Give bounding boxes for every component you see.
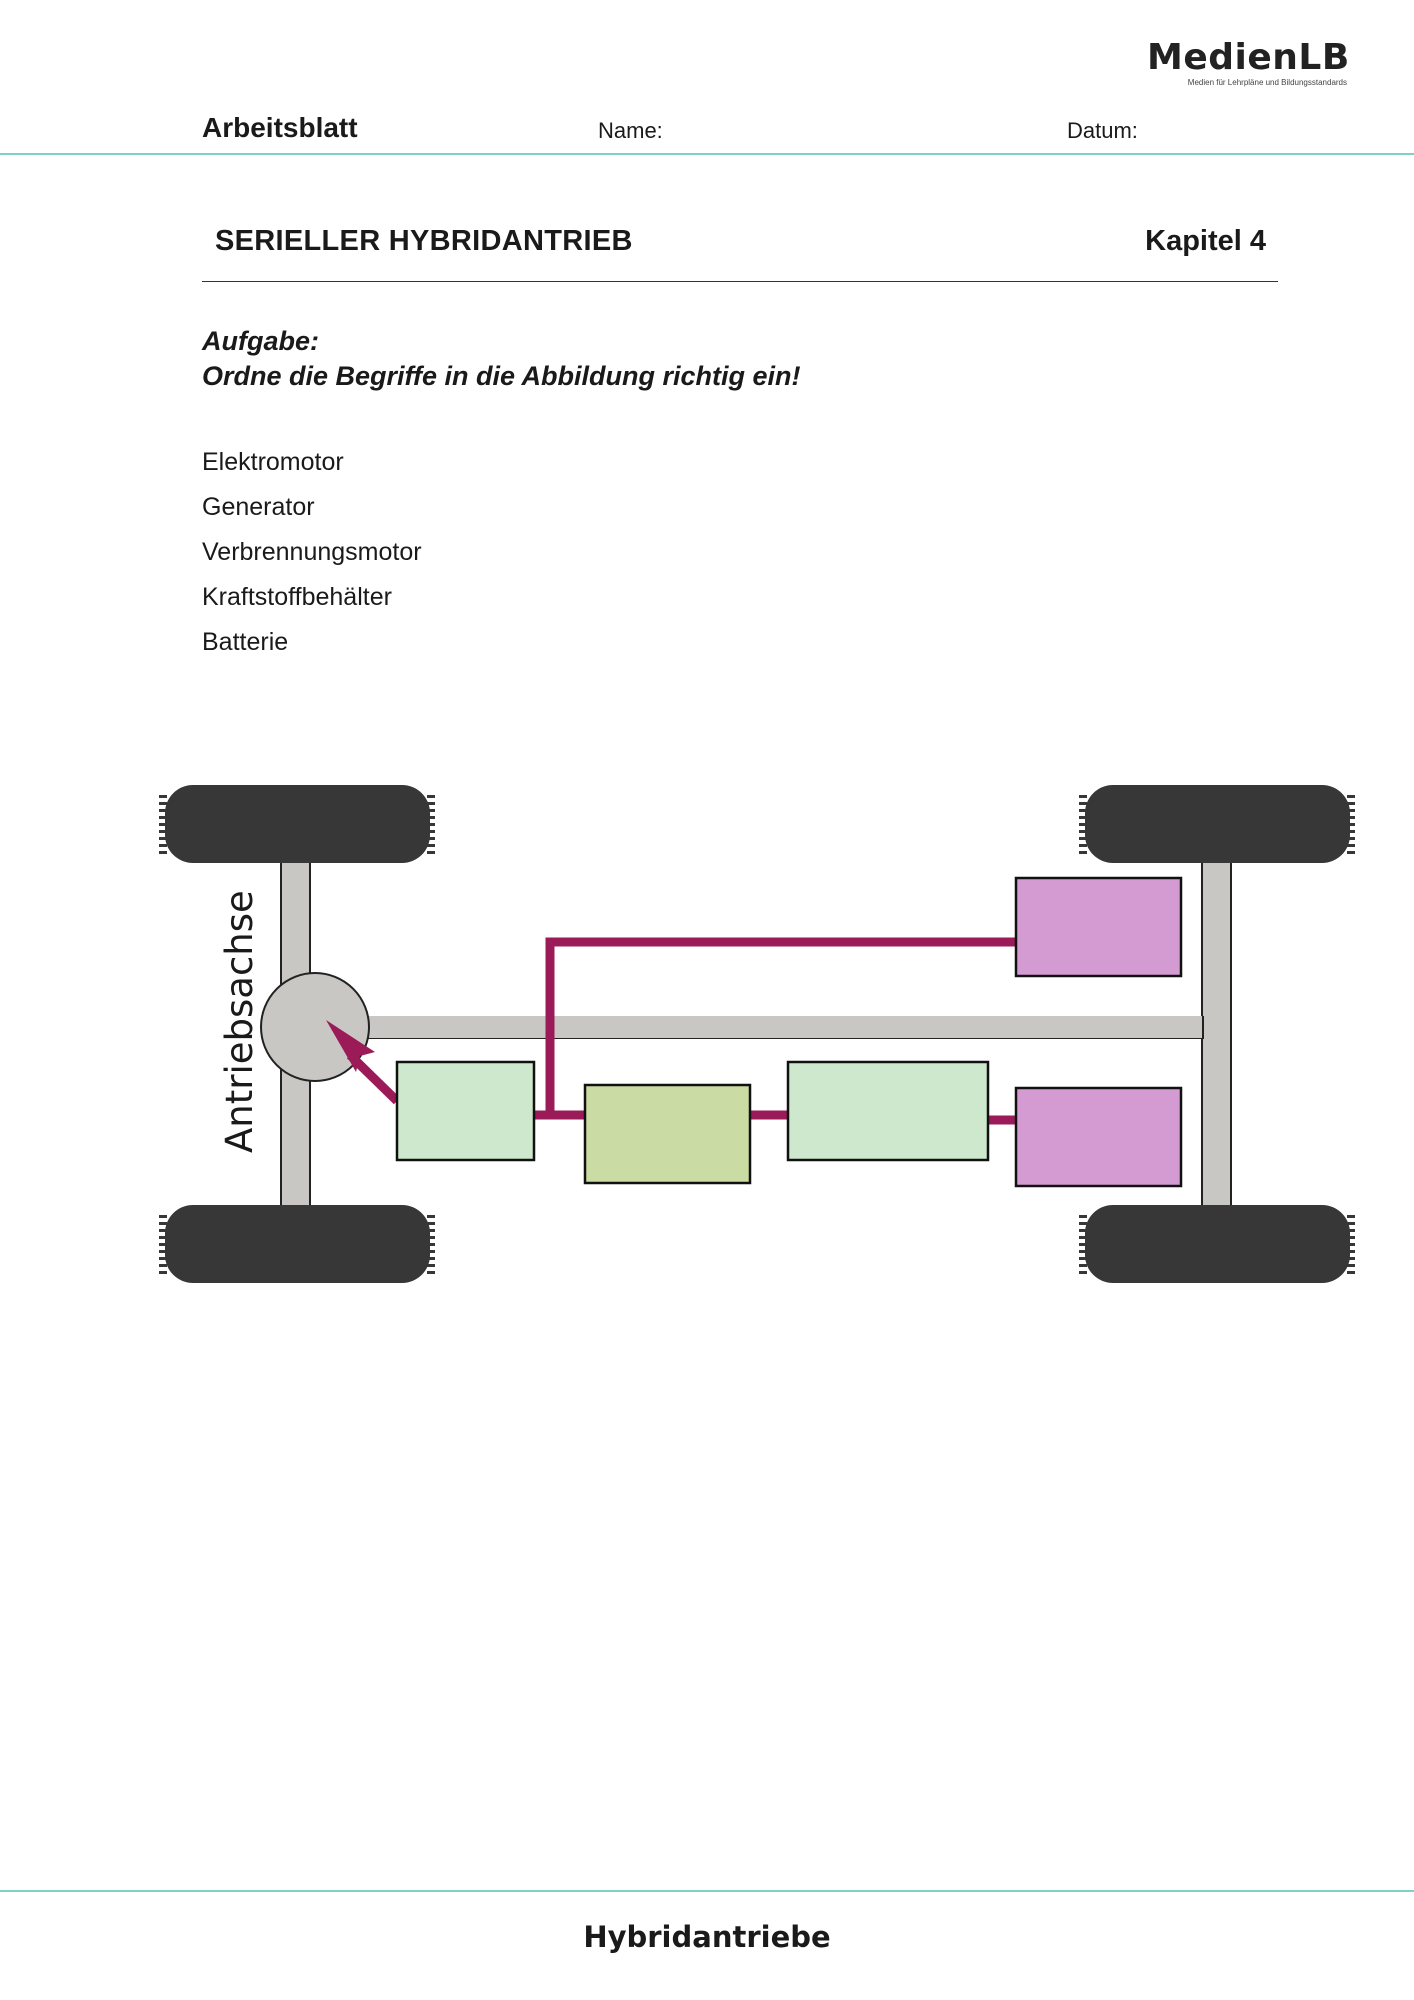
logo-wordmark: MedienLB xyxy=(1147,37,1350,78)
worksheet-title: Arbeitsblatt xyxy=(202,112,358,143)
hybrid-drive-diagram: Antriebsachse xyxy=(159,785,1355,1283)
term-item: Verbrennungsmotor xyxy=(202,538,422,566)
tire-front-bottom xyxy=(159,1205,435,1283)
logo-tagline: Medien für Lehrpläne und Bildungsstandar… xyxy=(1187,78,1347,87)
footer-title: Hybridantriebe xyxy=(583,1920,831,1954)
term-item: Elektromotor xyxy=(202,448,344,476)
component-box-1 xyxy=(395,1060,536,1162)
date-label: Datum: xyxy=(1067,118,1138,143)
component-box-4 xyxy=(1014,876,1183,978)
term-list: Elektromotor Generator Verbrennungsmotor… xyxy=(202,440,422,665)
medienlb-logo: MedienLB Medien für Lehrpläne und Bildun… xyxy=(1147,37,1350,88)
term-item: Kraftstoffbehälter xyxy=(202,583,392,611)
topic-title: SERIELLER HYBRIDANTRIEB xyxy=(215,225,633,257)
tire-rear-bottom xyxy=(1079,1205,1355,1283)
task-heading: Aufgabe: xyxy=(202,326,319,356)
chapter-label: Kapitel 4 xyxy=(1145,225,1266,257)
name-label: Name: xyxy=(598,118,663,143)
axle-label: Antriebsachse xyxy=(218,890,261,1153)
title-divider xyxy=(202,281,1278,282)
footer-divider xyxy=(0,1890,1414,1892)
power-line-upper xyxy=(545,937,1018,1115)
component-box-5 xyxy=(1014,1086,1183,1188)
header-divider xyxy=(0,153,1414,155)
differential xyxy=(260,972,370,1082)
component-box-3 xyxy=(786,1060,990,1162)
term-item: Generator xyxy=(202,493,315,521)
term-item: Batterie xyxy=(202,628,289,656)
tire-rear-top xyxy=(1079,785,1355,863)
rear-axle xyxy=(1201,849,1232,1221)
power-arrow-head xyxy=(326,1020,375,1072)
component-box-2 xyxy=(583,1083,752,1185)
tire-front-top xyxy=(159,785,435,863)
task-instruction: Ordne die Begriffe in die Abbildung rich… xyxy=(202,361,801,391)
task-block: Aufgabe: Ordne die Begriffe in die Abbil… xyxy=(202,324,801,394)
